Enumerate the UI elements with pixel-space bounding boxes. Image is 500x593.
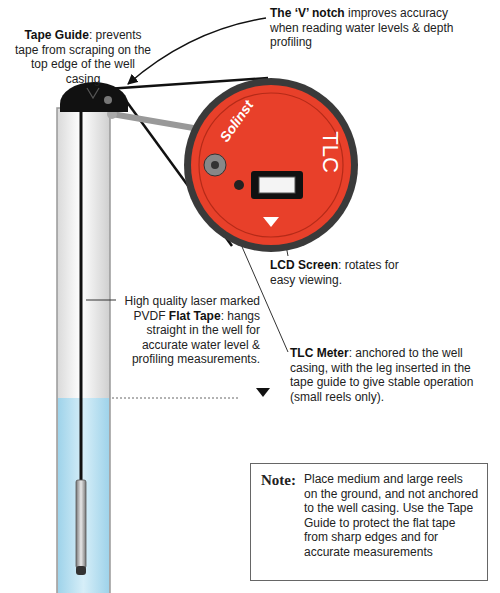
lcd-screen bbox=[259, 177, 295, 193]
reel-symbol bbox=[263, 217, 279, 227]
lcd-housing bbox=[251, 171, 303, 199]
guide-wheel bbox=[104, 96, 112, 104]
reel-arm bbox=[112, 114, 205, 130]
well-casing bbox=[57, 108, 110, 593]
note-body: Place medium and large reels on the grou… bbox=[304, 472, 479, 572]
probe bbox=[76, 480, 86, 568]
callout-title: The ‘V’ notch bbox=[270, 6, 345, 20]
reel-rim bbox=[184, 78, 358, 252]
callout-title: Tape Guide bbox=[24, 28, 88, 42]
callout-title: TLC Meter bbox=[290, 346, 349, 360]
probe-tip bbox=[76, 566, 86, 575]
flat-tape bbox=[80, 100, 83, 482]
reel-face bbox=[191, 85, 351, 245]
lcd-callout: LCD Screen: rotates for easy viewing. bbox=[270, 258, 400, 287]
reel-axle bbox=[211, 161, 219, 169]
tlc-meter-callout: TLC Meter: anchored to the well casing, … bbox=[290, 346, 480, 404]
callout-title: Flat Tape bbox=[169, 309, 221, 323]
water bbox=[58, 398, 109, 593]
tape-guide-callout: Tape Guide: prevents tape from scraping … bbox=[14, 28, 152, 86]
leader-line bbox=[86, 300, 116, 301]
reel-ring bbox=[199, 93, 343, 237]
flat-tape-callout: High quality laser marked PVDF Flat Tape… bbox=[118, 294, 260, 367]
v-notch-callout: The ‘V’ notch improves accuracy when rea… bbox=[270, 6, 475, 50]
callout-title: LCD Screen bbox=[270, 258, 338, 272]
water-level-line bbox=[112, 398, 240, 399]
note-box: Note:Place medium and large reels on the… bbox=[250, 463, 488, 581]
tlc-meter-reel: SolinstTLC bbox=[183, 77, 359, 253]
water-level-symbol bbox=[256, 388, 270, 397]
reel-hub bbox=[204, 154, 226, 176]
v-notch bbox=[87, 88, 99, 98]
note-heading: Note: bbox=[261, 472, 296, 572]
power-button bbox=[234, 180, 244, 190]
model-name: TLC bbox=[317, 131, 343, 173]
tape-guide bbox=[60, 82, 128, 112]
